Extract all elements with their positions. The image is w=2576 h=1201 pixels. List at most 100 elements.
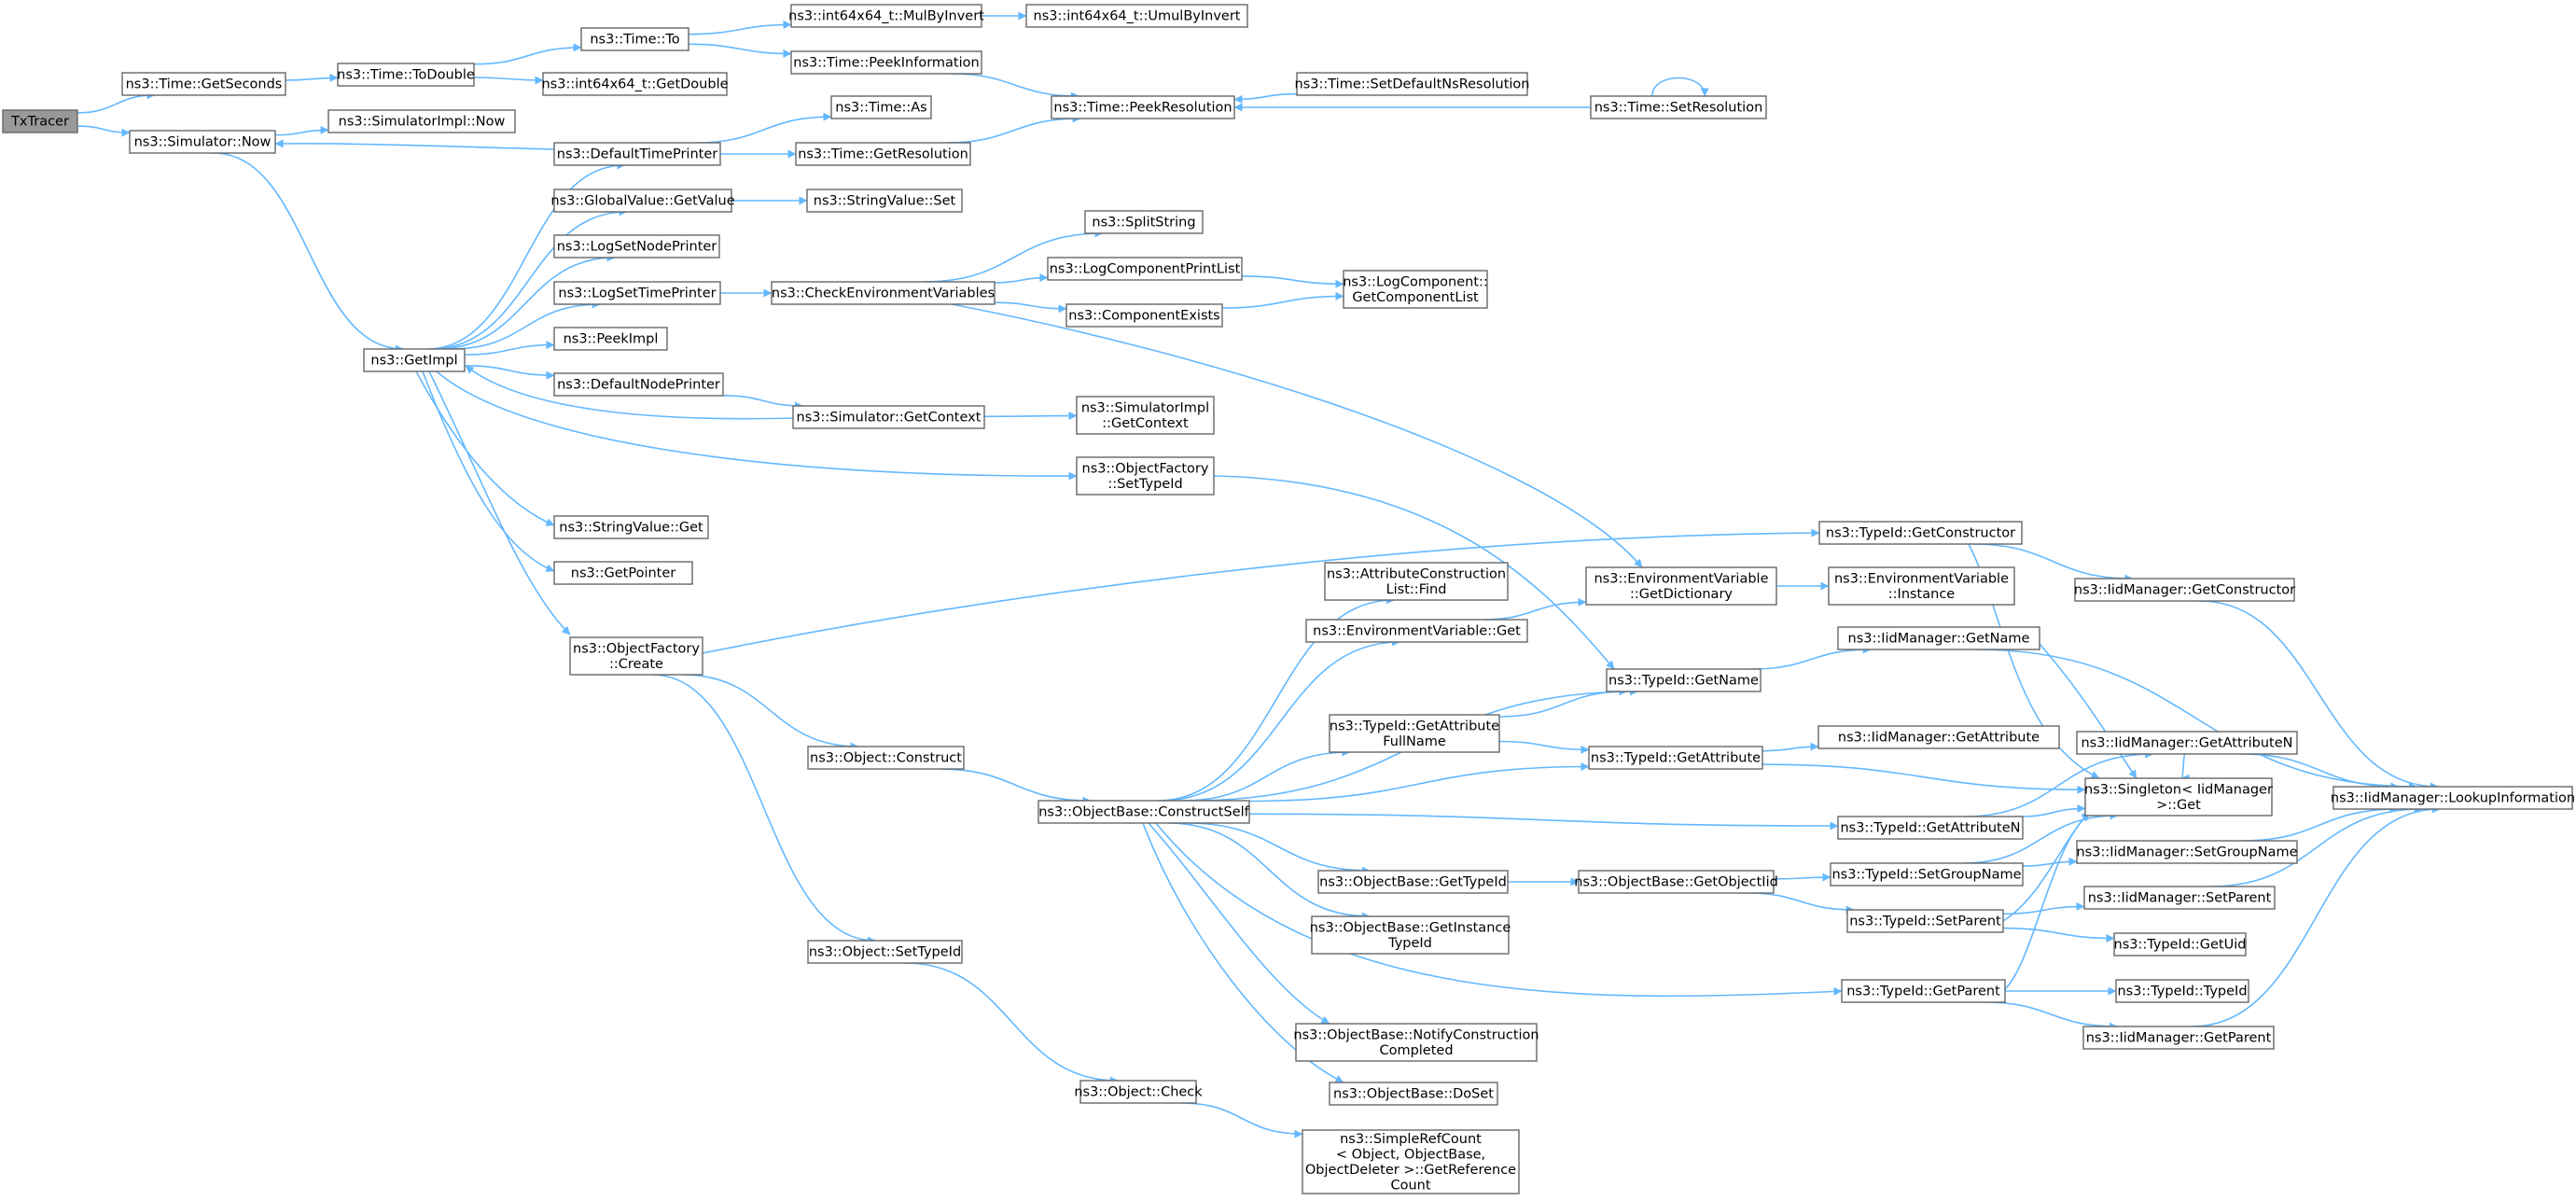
node-label: FullName: [1383, 734, 1446, 749]
node-ns3-defaultnodeprinter[interactable]: ns3::DefaultNodePrinter: [553, 372, 724, 397]
node-label: ns3::TypeId::GetParent: [1846, 985, 2000, 999]
node-label: ns3::DefaultNodePrinter: [557, 378, 720, 393]
node-ns3-splitstring[interactable]: ns3::SplitString: [1084, 210, 1204, 234]
node-label: ns3::int64x64_t::UmulByInvert: [1034, 9, 1241, 24]
node-ns3-simulator-now[interactable]: ns3::Simulator::Now: [129, 130, 276, 154]
node-ns3-time-getresolution[interactable]: ns3::Time::GetResolution: [795, 142, 971, 166]
node-ns3-typeid-getconstructor[interactable]: ns3::TypeId::GetConstructor: [1818, 521, 2023, 545]
node-ns3-typeid-getattribute[interactable]: ns3::TypeId::GetAttribute: [1588, 746, 1763, 770]
node-ns3-iidmanager-getname[interactable]: ns3::IidManager::GetName: [1837, 626, 2040, 650]
node-ns3-object-check[interactable]: ns3::Object::Check: [1074, 1080, 1203, 1104]
edge-n28-to-n16: [465, 365, 794, 420]
node-ns3-int64x64-t-getdouble[interactable]: ns3::int64x64_t::GetDouble: [541, 72, 729, 96]
edge-n41-to-n40: [1751, 645, 1872, 670]
edge-n33-to-n34: [702, 528, 1820, 654]
node-ns3-time-setdefaultnsresolution[interactable]: ns3::Time::SetDefaultNsResolution: [1295, 72, 1530, 96]
node-ns3-stringvalue-set[interactable]: ns3::StringValue::Set: [806, 189, 963, 213]
node-txtracer[interactable]: TxTracer: [2, 109, 78, 133]
node-box: [2115, 979, 2249, 1003]
node-ns3-simulator-getcontext[interactable]: ns3::Simulator::GetContext: [792, 405, 985, 429]
edge-n49-to-n52: [1187, 822, 1371, 875]
node-box: [580, 27, 689, 51]
node-ns3-defaulttimeprinter[interactable]: ns3::DefaultTimePrinter: [553, 142, 721, 166]
node-ns3-objectbase-constructself[interactable]: ns3::ObjectBase::ConstructSelf: [1037, 800, 1250, 824]
node-ns3-componentexists[interactable]: ns3::ComponentExists: [1065, 303, 1223, 328]
node-ns3-logcomponentprintlist[interactable]: ns3::LogComponentPrintList: [1047, 257, 1243, 281]
edge-n45-to-n48: [2240, 753, 2400, 791]
node-ns3-getpointer[interactable]: ns3::GetPointer: [553, 561, 693, 585]
node-ns3-iidmanager-lookupinformation[interactable]: ns3::IidManager::LookupInformation: [2331, 786, 2575, 810]
node-ns3-environmentvariable-instance[interactable]: ns3::EnvironmentVariable::Instance: [1828, 566, 2015, 606]
node-ns3-logsetnodeprinter[interactable]: ns3::LogSetNodePrinter: [553, 234, 720, 258]
node-ns3-int64x64-t-umulbyinvert[interactable]: ns3::int64x64_t::UmulByInvert: [1025, 4, 1248, 28]
node-ns3-int64x64-t-mulbyinvert[interactable]: ns3::int64x64_t::MulByInvert: [788, 4, 984, 28]
node-ns3-globalvalue-getvalue[interactable]: ns3::GlobalValue::GetValue: [550, 189, 735, 213]
edge-n21-to-n25: [994, 301, 1067, 314]
edge-n50-to-n47: [2020, 803, 2086, 817]
node-ns3-objectfactory-create[interactable]: ns3::ObjectFactory::Create: [569, 636, 703, 676]
node-ns3-iidmanager-setparent[interactable]: ns3::IidManager::SetParent: [2083, 886, 2276, 910]
node-label: ns3::IidManager::SetParent: [2088, 891, 2272, 906]
node-box: [553, 189, 732, 213]
node-ns3-simulatorimpl-now[interactable]: ns3::SimulatorImpl::Now: [327, 109, 516, 133]
edge-n46-to-n49: [939, 768, 1092, 805]
node-ns3-typeid-getname[interactable]: ns3::TypeId::GetName: [1606, 668, 1761, 692]
node-ns3-iidmanager-getattributen[interactable]: ns3::IidManager::GetAttributeN: [2076, 731, 2298, 755]
node-ns3-logsettimeprinter[interactable]: ns3::LogSetTimePrinter: [553, 281, 721, 305]
edge-n2-to-n16: [213, 152, 404, 354]
node-ns3-object-settypeid[interactable]: ns3::Object::SetTypeId: [807, 940, 963, 964]
node-label: ns3::SimpleRefCount: [1340, 1132, 1482, 1147]
node-label: ns3::TypeId::GetUid: [2114, 938, 2247, 953]
node-ns3-time-peekinformation[interactable]: ns3::Time::PeekInformation: [790, 50, 982, 75]
node-ns3-time-setresolution[interactable]: ns3::Time::SetResolution: [1590, 95, 1767, 119]
node-ns3-time-as[interactable]: ns3::Time::As: [830, 95, 932, 119]
node-label: ns3::ObjectBase::NotifyConstruction: [1293, 1027, 1539, 1042]
node-ns3-typeid-setgroupname[interactable]: ns3::TypeId::SetGroupName: [1830, 862, 2024, 887]
node-ns3-time-todouble[interactable]: ns3::Time::ToDouble: [337, 63, 475, 87]
node-ns3-typeid-getuid[interactable]: ns3::TypeId::GetUid: [2113, 932, 2247, 957]
node-ns3-objectfactory-settypeid[interactable]: ns3::ObjectFactory::SetTypeId: [1076, 456, 1215, 496]
node-ns3-environmentvariable-getdictionary[interactable]: ns3::EnvironmentVariable::GetDictionary: [1585, 566, 1777, 606]
edge-n49-to-n60: [1155, 822, 1843, 998]
node-box: [1079, 1080, 1197, 1104]
node-ns3-iidmanager-getparent[interactable]: ns3::IidManager::GetParent: [2082, 1026, 2275, 1050]
node-ns3-time-to[interactable]: ns3::Time::To: [580, 27, 689, 51]
node-ns3-object-construct[interactable]: ns3::Object::Construct: [807, 746, 965, 770]
node-ns3-objectbase-getobjectiid[interactable]: ns3::ObjectBase::GetObjectIid: [1574, 870, 1778, 894]
edge-n60-to-n47: [2004, 813, 2091, 990]
node-ns3-iidmanager-setgroupname[interactable]: ns3::IidManager::SetGroupName: [2076, 840, 2298, 864]
node-box: [569, 636, 703, 676]
node-ns3-checkenvironmentvariables[interactable]: ns3::CheckEnvironmentVariables: [771, 281, 996, 305]
node-box: [337, 63, 475, 87]
node-ns3-objectbase-gettypeid[interactable]: ns3::ObjectBase::GetTypeId: [1317, 870, 1509, 894]
node-label: TypeId: [1387, 936, 1432, 951]
node-ns3-typeid-setparent[interactable]: ns3::TypeId::SetParent: [1846, 909, 2004, 933]
node-ns3-iidmanager-getconstructor[interactable]: ns3::IidManager::GetConstructor: [2074, 578, 2295, 602]
node-ns3-getimpl[interactable]: ns3::GetImpl: [363, 348, 466, 372]
node-ns3-stringvalue-get[interactable]: ns3::StringValue::Get: [553, 515, 709, 539]
node-ns3-objectbase-notifyconstruction-completed[interactable]: ns3::ObjectBase::NotifyConstructionCompl…: [1293, 1023, 1539, 1062]
node-ns3-simulatorimpl-getcontext[interactable]: ns3::SimulatorImpl::GetContext: [1076, 396, 1215, 435]
node-ns3-environmentvariable-get[interactable]: ns3::EnvironmentVariable::Get: [1305, 619, 1528, 643]
node-box: [806, 189, 963, 213]
node-ns3-typeid-getparent[interactable]: ns3::TypeId::GetParent: [1841, 979, 2006, 1003]
edge-n16-to-n33: [428, 370, 571, 635]
node-ns3-typeid-getattributen[interactable]: ns3::TypeId::GetAttributeN: [1837, 816, 2024, 840]
node-label: ns3::GetPointer: [571, 566, 676, 581]
node-ns3-objectbase-doset[interactable]: ns3::ObjectBase::DoSet: [1329, 1082, 1498, 1106]
node-ns3-peekimpl[interactable]: ns3::PeekImpl: [553, 327, 668, 351]
node-ns3-iidmanager-getattribute[interactable]: ns3::IidManager::GetAttribute: [1817, 725, 2060, 749]
node-box: [1606, 668, 1761, 692]
node-label: ns3::DefaultTimePrinter: [557, 147, 717, 162]
edge-n15-to-n9: [945, 114, 1081, 144]
node-ns3-singleton-iidmanager-get[interactable]: ns3::Singleton< IidManager>::Get: [2084, 777, 2273, 817]
node-ns3-time-getseconds[interactable]: ns3::Time::GetSeconds: [121, 72, 286, 96]
node-ns3-typeid-typeid[interactable]: ns3::TypeId::TypeId: [2115, 979, 2249, 1003]
node-ns3-simplerefcount-object-objectbase-objectdeleter-getreference-count[interactable]: ns3::SimpleRefCount< Object, ObjectBase,…: [1302, 1129, 1520, 1194]
node-ns3-logcomponent-getcomponentlist[interactable]: ns3::LogComponent::GetComponentList: [1343, 270, 1488, 309]
node-ns3-time-peekresolution[interactable]: ns3::Time::PeekResolution: [1051, 95, 1235, 119]
